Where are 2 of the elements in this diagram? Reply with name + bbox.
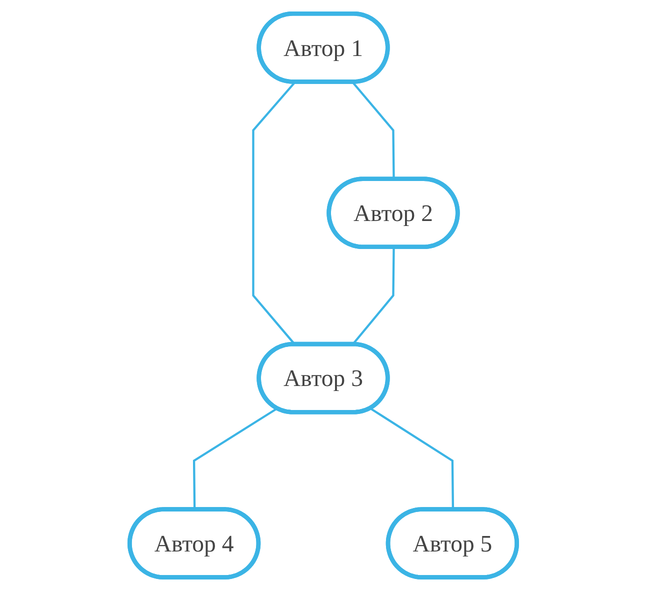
diagram: Автор 1 Автор 2 Автор 3 Автор 4 Автор 5: [120, 5, 526, 586]
connector: [352, 82, 395, 180]
